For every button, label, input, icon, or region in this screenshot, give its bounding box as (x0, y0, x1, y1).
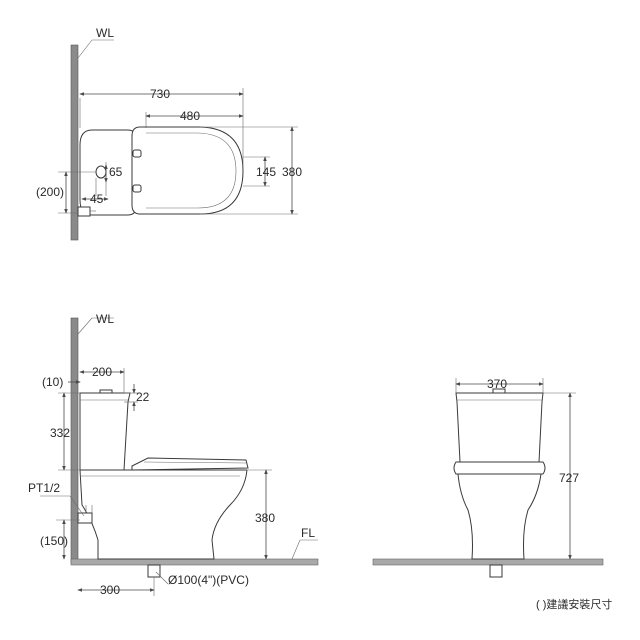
top-view-dim-145: 145 (256, 165, 276, 179)
installation-note: ( )建議安裝尺寸 (536, 597, 612, 611)
top-view: WL 730 480 380 145 65 (36, 26, 302, 241)
top-view-dim-65: 65 (109, 165, 123, 179)
top-view-dim-480: 480 (180, 109, 200, 123)
front-view-dim-727: 727 (559, 471, 579, 485)
top-view-dim-730: 730 (150, 87, 170, 101)
front-view-tank (455, 392, 544, 463)
side-view-tank (79, 392, 131, 471)
front-view-floor (372, 558, 604, 566)
top-view-inlet (95, 165, 107, 179)
front-view-flush-button (492, 388, 506, 394)
side-view-dim-10: (10) (42, 375, 63, 389)
front-view-bowl (457, 473, 542, 560)
top-view-wl-label: WL (96, 26, 114, 40)
side-view-fl-label: FL (301, 526, 315, 540)
side-view-dim-150: (150) (40, 534, 68, 548)
top-view-stop-valve (77, 206, 91, 217)
side-view-dim-332: 332 (50, 426, 70, 440)
side-view-wl-label: WL (96, 312, 114, 326)
side-view-dim-380: 380 (255, 511, 275, 525)
side-view-drain-pipe (147, 564, 161, 578)
side-view-pt-label: PT1/2 (28, 481, 60, 495)
side-view-bowl (79, 469, 248, 560)
top-view-seat (131, 126, 244, 215)
top-view-hinge-top (132, 149, 142, 158)
side-view-flush-button (99, 389, 113, 394)
top-view-dim-45: 45 (90, 192, 104, 206)
top-view-wall (70, 44, 79, 241)
side-view-floor (70, 558, 319, 566)
side-view-seat (131, 457, 249, 471)
side-view-stop-valve (77, 512, 93, 524)
side-view-dim-200: 200 (92, 365, 112, 379)
top-view-dim-200: (200) (36, 185, 64, 199)
side-view-dim-22: 22 (136, 390, 150, 404)
side-view: WL 200 (10) 22 332 (28, 312, 319, 597)
side-view-pipe-label: Ø100(4")(PVC) (168, 573, 249, 587)
front-view-seat (453, 461, 546, 475)
side-view-wall (70, 317, 79, 564)
front-view: 370 727 (372, 377, 604, 578)
front-view-dim-370: 370 (487, 377, 507, 391)
top-view-hinge-bottom (132, 184, 142, 193)
front-view-drain-pipe (489, 564, 503, 578)
top-view-dim-380: 380 (282, 165, 302, 179)
side-view-dim-300: 300 (100, 583, 120, 597)
